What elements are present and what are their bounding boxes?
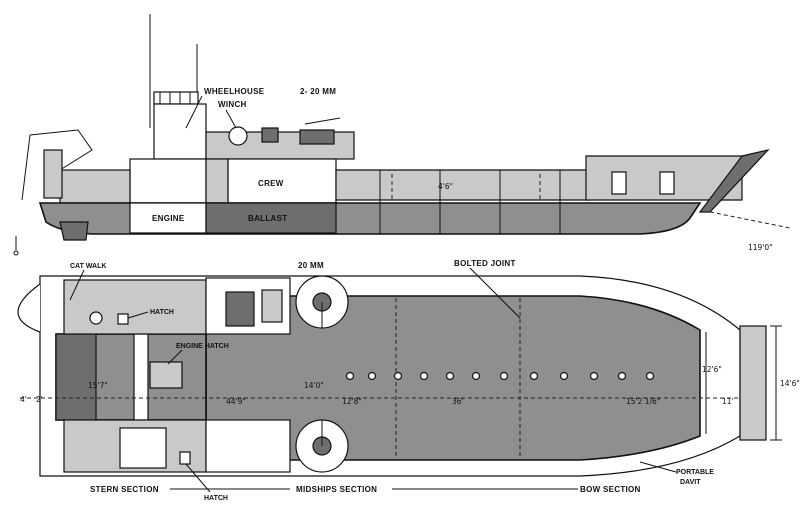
dim-4ft: 4' — [20, 395, 27, 404]
dim-14-0: 14'0" — [304, 381, 324, 390]
ramp-lowered — [709, 211, 791, 229]
label-cat-walk: CAT WALK — [70, 263, 106, 270]
winch — [228, 126, 248, 146]
stern-house — [59, 169, 131, 204]
stern-catwalk — [17, 283, 41, 333]
label-ballast: BALLAST — [248, 214, 287, 223]
label-bow-section: BOW SECTION — [580, 485, 641, 494]
ballast-compartment — [205, 202, 337, 234]
dim-12-8: 12'8" — [342, 397, 362, 406]
dim-11: 11' — [722, 397, 734, 406]
dim-12-6: 12'6" — [702, 365, 722, 374]
side-profile: WHEELHOUSE WINCH 2- 20 MM CREW ENGINE BA… — [13, 14, 791, 256]
label-guns: 2- 20 MM — [300, 87, 336, 96]
label-winch: WINCH — [218, 100, 247, 109]
label-crew: CREW — [258, 179, 284, 188]
dim-2ft: 2' — [36, 395, 43, 404]
label-davit: DAVIT — [680, 479, 701, 486]
section-labels: STERN SECTION MIDSHIPS SECTION BOW SECTI… — [90, 485, 641, 494]
upper-deckhouse — [63, 279, 207, 335]
cargo-well-side — [335, 169, 591, 201]
dim-15-7: 15'7" — [88, 381, 108, 390]
dim-14-6: 14'6" — [780, 379, 800, 388]
wheelhouse — [153, 103, 207, 160]
engine-hatch — [149, 361, 183, 389]
rudder — [59, 221, 89, 241]
label-engine-hatch: ENGINE HATCH — [176, 343, 229, 350]
deck-fittings — [345, 371, 655, 381]
label-hatch-top: HATCH — [150, 309, 174, 316]
engine-room-house — [129, 158, 207, 204]
gun-mount — [299, 129, 335, 145]
bow-ramp-plan — [739, 325, 767, 441]
hatch-top — [117, 313, 129, 325]
wheelhouse-rail — [153, 91, 199, 105]
dim-length: 119'0" — [748, 243, 773, 252]
label-stern-section: STERN SECTION — [90, 485, 159, 494]
dim-depth: 4'6" — [438, 182, 453, 191]
engine-compartment — [129, 202, 207, 234]
label-bolted-joint: BOLTED JOINT — [454, 259, 516, 268]
label-midships-section: MIDSHIPS SECTION — [296, 485, 377, 494]
label-engine: ENGINE — [152, 214, 185, 223]
label-gun: 20 MM — [298, 261, 324, 270]
dim-44-9: 44'9" — [226, 397, 246, 406]
plan-view: CAT WALK 20 MM BOLTED JOINT HATCH ENGINE… — [17, 259, 800, 502]
dim-15-2: 15'2 1/6" — [626, 397, 660, 406]
stern-crane — [29, 129, 93, 171]
label-hatch-bottom: HATCH — [204, 495, 228, 502]
label-wheelhouse: WHEELHOUSE — [204, 87, 265, 96]
label-portable: PORTABLE — [676, 469, 714, 476]
dim-36: 36' — [452, 397, 464, 406]
hatch-bottom — [179, 451, 191, 465]
